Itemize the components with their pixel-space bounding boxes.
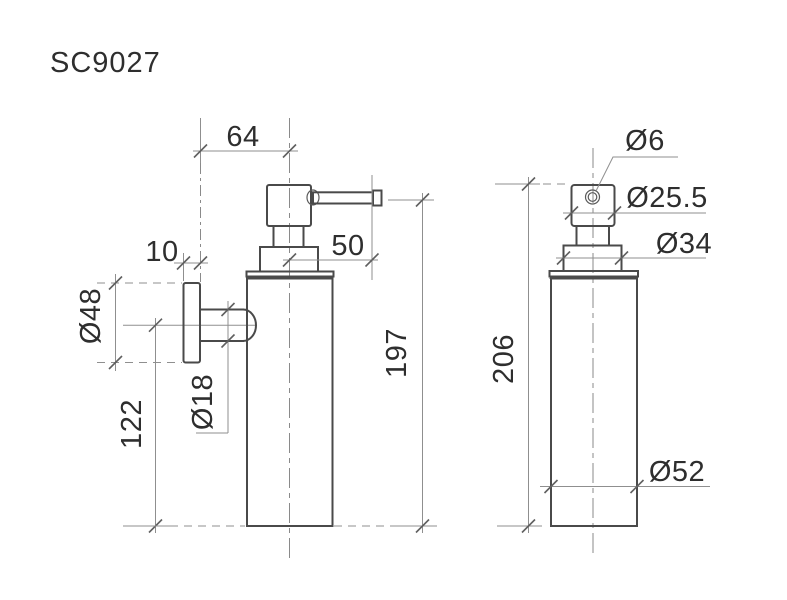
wall-plate: [182, 282, 201, 364]
dim-label-122: 122: [116, 399, 148, 449]
dim-label-52: Ø52: [649, 456, 705, 488]
dim-head-diameter: Ø25.5: [563, 182, 708, 221]
side-view: 64 10 Ø48 Ø18: [75, 118, 437, 558]
product-code: SC9027: [50, 47, 161, 79]
front-view: Ø6 Ø25.5 Ø34 206: [488, 125, 712, 556]
dim-plate-thickness: 10: [145, 236, 208, 281]
arm-rounded-cap: [242, 308, 257, 342]
dim-collar-diameter: Ø34: [556, 228, 712, 266]
dim-label-64: 64: [226, 121, 259, 153]
pump-neck-side: [272, 225, 305, 248]
dim-front-height: 206: [488, 176, 570, 534]
outlet-hole-outer: [584, 189, 601, 205]
dim-backplate-diameter: Ø48: [75, 274, 182, 371]
bottle-flange-front: [548, 270, 639, 278]
dim-label-18: Ø18: [187, 374, 219, 430]
spout-joint: [306, 189, 320, 206]
dim-spout-reach: 50: [282, 175, 380, 280]
dim-label-10: 10: [145, 236, 178, 268]
dim-label-34: Ø34: [656, 228, 712, 260]
dim-label-206: 206: [488, 334, 520, 384]
dim-overall-height: 197: [381, 192, 434, 534]
dim-outlet-diameter: Ø6: [595, 125, 678, 192]
bottle-body-front: [550, 277, 638, 527]
dim-label-25-5: Ø25.5: [626, 182, 708, 214]
spout-tube: [312, 191, 374, 205]
dim-label-6: Ø6: [625, 125, 665, 157]
dim-label-48: Ø48: [75, 288, 107, 344]
dim-label-50: 50: [331, 230, 364, 262]
bottle-flange-side: [245, 270, 335, 278]
dim-center-height: 122: [116, 317, 163, 534]
dim-arm-diameter: Ø18: [187, 301, 236, 434]
outlet-hole-inner: [587, 192, 598, 202]
bottle-body-side: [246, 277, 334, 527]
dim-body-diameter: Ø52: [540, 456, 710, 494]
dim-label-197: 197: [381, 328, 413, 378]
spout-tip: [372, 189, 383, 207]
dim-wall-to-center: 64: [193, 118, 298, 282]
